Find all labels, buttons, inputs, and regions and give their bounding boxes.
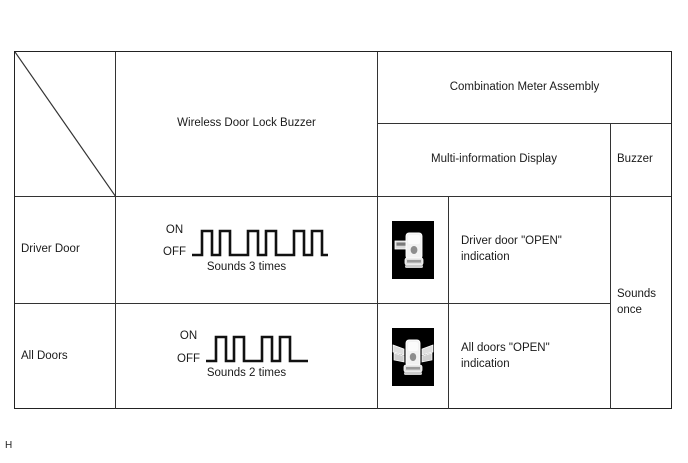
car-driver-door-open-icon (392, 221, 434, 279)
indication-text-driver-door: Driver door "OPEN" indication (449, 197, 611, 304)
icon-cell-all-doors (378, 304, 449, 409)
table-corner-cell (15, 52, 116, 197)
page-marker: H (5, 440, 13, 451)
row-label-all-doors: All Doors (15, 304, 116, 409)
waveform-cell-all-doors: ON OFF Sounds 2 times (116, 304, 378, 409)
waveform-axis-labels-driver-door: ON OFF (163, 223, 190, 259)
waveform-sounds-2-times-icon (206, 335, 308, 363)
waveform-caption-driver-door: Sounds 3 times (206, 260, 287, 273)
waveform-on-label: ON (179, 330, 198, 343)
row-label-driver-door: Driver Door (15, 197, 116, 304)
waveform-caption-all-doors: Sounds 2 times (206, 367, 287, 380)
buzzer-value-sounds-once: Sounds once (617, 288, 657, 316)
header-combination-meter-assembly: Combination Meter Assembly (378, 52, 671, 124)
icon-cell-driver-door (378, 197, 449, 304)
waveform-off-label: OFF (177, 352, 200, 365)
header-wireless-door-lock-buzzer: Wireless Door Lock Buzzer (116, 52, 378, 197)
diagonal-slash-icon (15, 52, 116, 197)
indication-text-all-doors: All doors "OPEN" indication (449, 304, 611, 409)
door-lock-buzzer-spec-table: Wireless Door Lock Buzzer Combination Me… (14, 51, 672, 409)
header-buzzer: Buzzer (611, 124, 671, 197)
waveform-off-label: OFF (163, 246, 186, 259)
waveform-axis-labels-all-doors: ON OFF (177, 331, 204, 365)
waveform-sounds-3-times-icon (192, 229, 328, 257)
waveform-cell-driver-door: ON OFF Sounds 3 times (116, 197, 378, 304)
waveform-on-label: ON (165, 223, 184, 236)
header-multi-information-display: Multi-information Display (378, 124, 611, 197)
car-all-doors-open-icon (392, 327, 434, 386)
